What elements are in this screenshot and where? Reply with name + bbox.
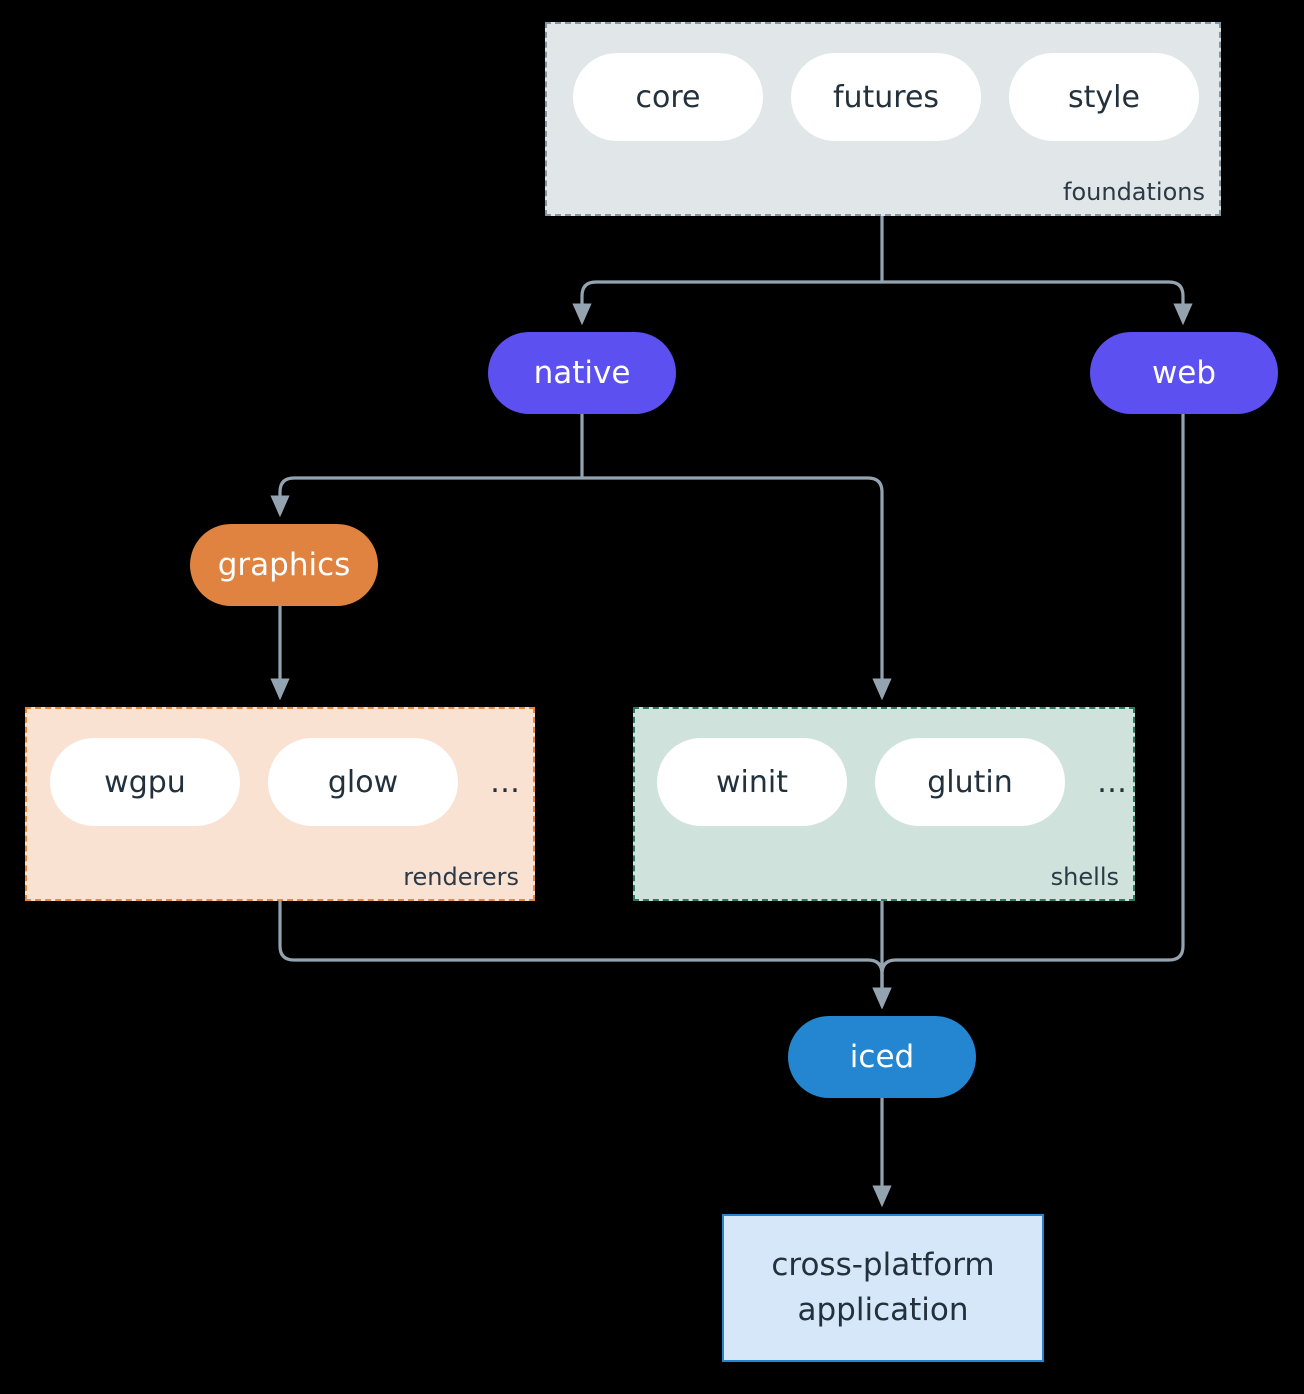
- renderers-item-glow[interactable]: glow: [268, 738, 458, 826]
- renderers-ellipsis: …: [490, 764, 521, 800]
- foundations-item-futures[interactable]: futures: [791, 53, 981, 141]
- cluster-foundations-label: foundations: [1063, 178, 1205, 206]
- application-label-line2: application: [797, 1292, 969, 1328]
- edge-renderers-iced: [278, 901, 892, 1010]
- foundations-item-row: core futures style: [573, 53, 1199, 141]
- shells-item-row: winit glutin …: [657, 738, 1132, 826]
- foundations-item-style[interactable]: style: [1009, 53, 1199, 141]
- node-cross-platform-application[interactable]: cross-platform application: [722, 1214, 1044, 1362]
- shells-item-winit[interactable]: winit: [657, 738, 847, 826]
- edge-native-shells: [582, 476, 892, 701]
- node-native[interactable]: native: [488, 332, 676, 414]
- edge-foundations-native: [572, 280, 882, 326]
- cluster-renderers-label: renderers: [403, 863, 519, 891]
- node-graphics[interactable]: graphics: [190, 524, 378, 606]
- renderers-item-wgpu[interactable]: wgpu: [50, 738, 240, 826]
- node-web[interactable]: web: [1090, 332, 1278, 414]
- cluster-shells-label: shells: [1050, 863, 1119, 891]
- foundations-item-core[interactable]: core: [573, 53, 763, 141]
- renderers-item-row: wgpu glow …: [50, 738, 525, 826]
- edge-foundations-web: [882, 280, 1193, 326]
- shells-ellipsis: …: [1097, 764, 1128, 800]
- shells-item-glutin[interactable]: glutin: [875, 738, 1065, 826]
- application-label-line1: cross-platform: [771, 1247, 995, 1284]
- edge-native-graphics: [270, 476, 582, 518]
- node-iced[interactable]: iced: [788, 1016, 976, 1098]
